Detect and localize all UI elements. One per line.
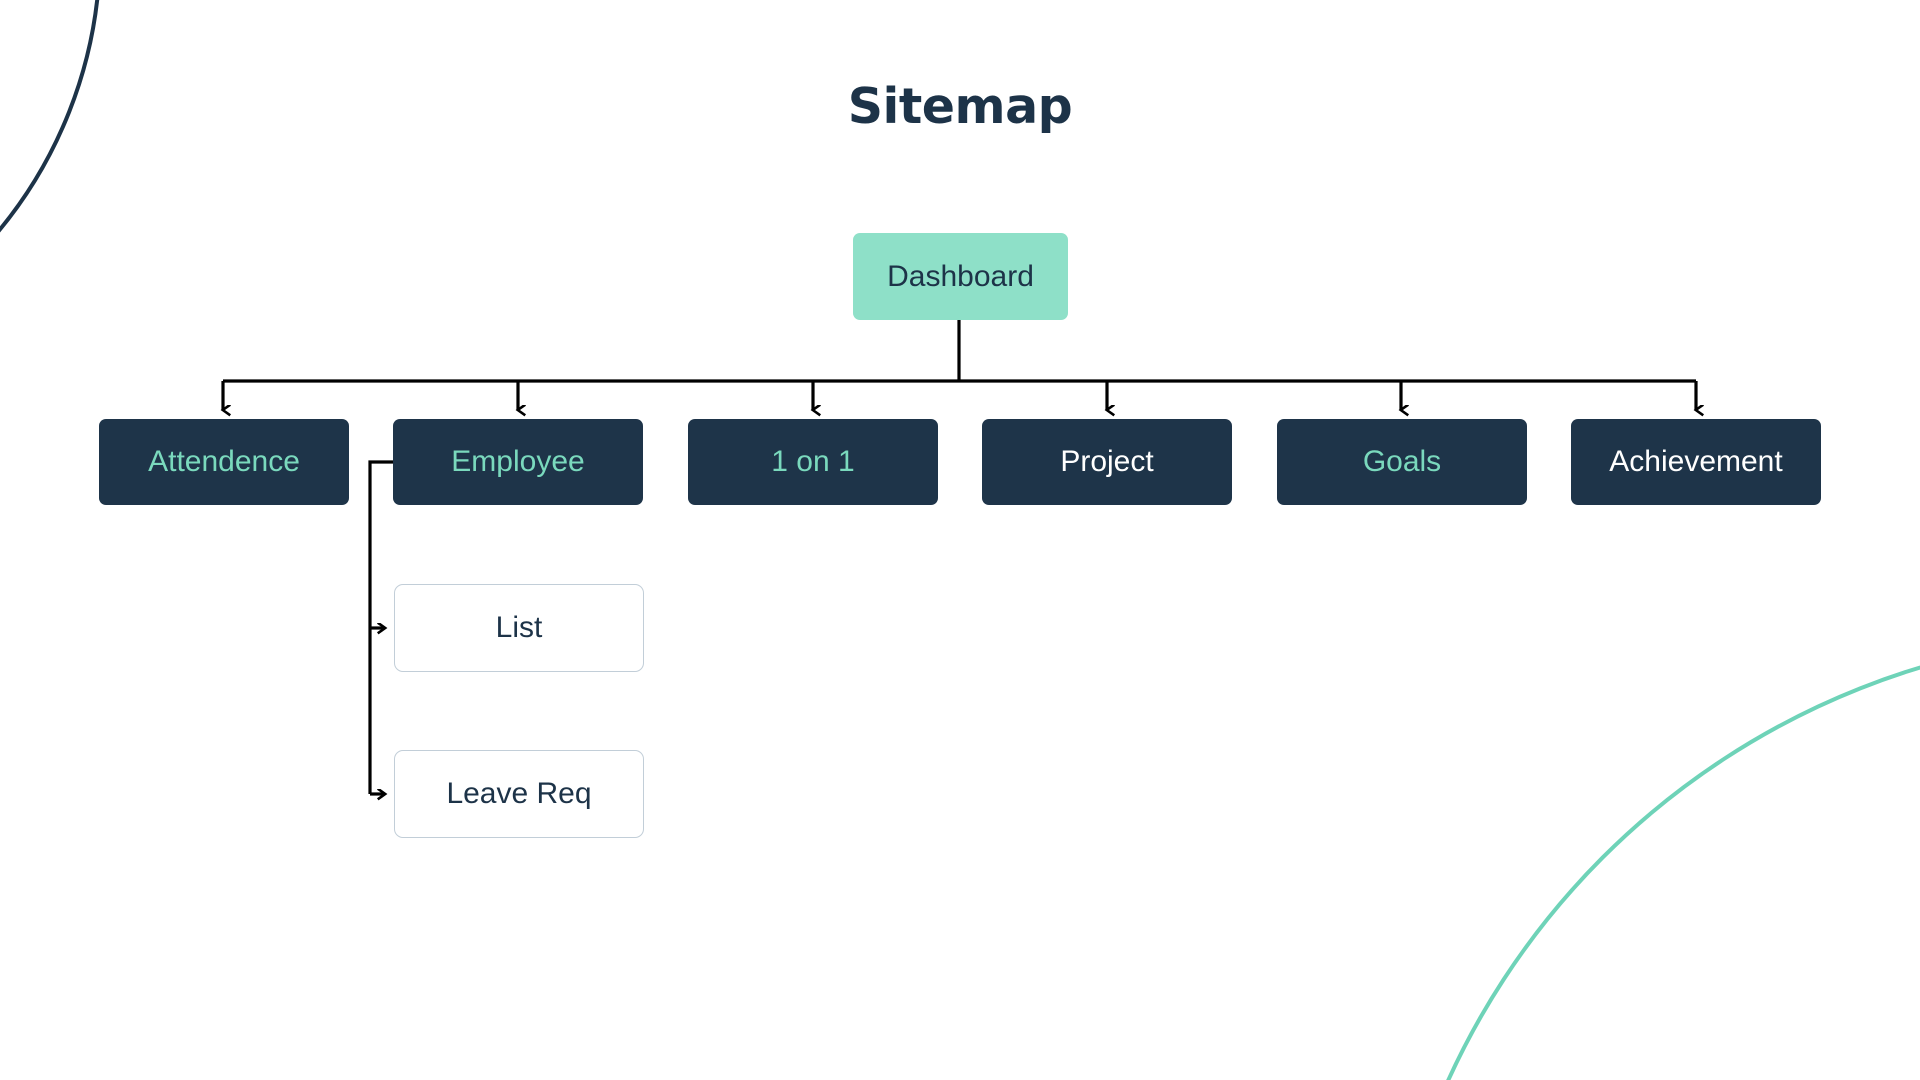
mint-arc-bottom-right [1446,665,1920,1080]
node-dashboard[interactable]: Dashboard [853,233,1068,320]
page-title: Sitemap [847,78,1073,135]
node-achievement[interactable]: Achievement [1571,419,1821,505]
node-1-on-1-label: 1 on 1 [771,445,855,478]
navy-arc-top-left [0,0,100,233]
node-list-label: List [495,611,543,644]
node-goals-label: Goals [1362,445,1442,478]
node-1-on-1[interactable]: 1 on 1 [688,419,938,505]
node-achievement-label: Achievement [1609,445,1783,478]
node-attendence-label: Attendence [148,445,300,478]
node-project-label: Project [1060,445,1154,478]
node-leave-req-label: Leave Req [446,777,592,810]
node-list[interactable]: List [394,584,644,672]
connector-employee-branch-rail [368,460,393,794]
node-employee-label: Employee [451,445,585,478]
node-dashboard-label: Dashboard [887,259,1034,293]
node-project[interactable]: Project [982,419,1232,505]
node-leave-req[interactable]: Leave Req [394,750,644,838]
node-attendence[interactable]: Attendence [99,419,349,505]
node-goals[interactable]: Goals [1277,419,1527,505]
node-employee[interactable]: Employee [393,419,643,505]
